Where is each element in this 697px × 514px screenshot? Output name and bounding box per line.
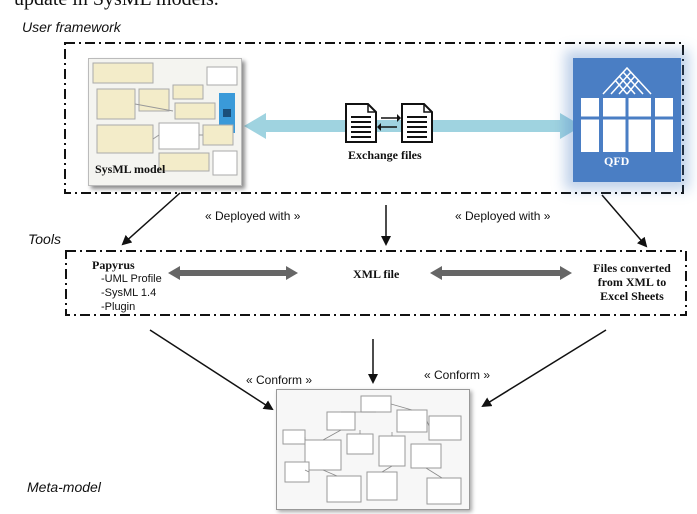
conform-label-left: « Conform »	[246, 373, 313, 387]
xml-file-label: XML file	[353, 267, 400, 281]
sysml-diagram-icon	[89, 59, 241, 185]
papyrus-xml-double-arrow	[168, 266, 298, 280]
exchange-files-icon	[345, 103, 433, 143]
deployed-arrow-right	[601, 194, 648, 248]
deployed-with-label-right: « Deployed with »	[455, 209, 551, 223]
tools-label: Tools	[28, 231, 61, 247]
clipped-caption: update in SysML models.	[14, 0, 219, 11]
files-converted-line-1: Files converted	[593, 261, 671, 275]
deployed-arrow-left	[121, 192, 181, 246]
papyrus-item-sysml: -SysML 1.4	[101, 287, 157, 299]
conform-arrow-left	[149, 329, 274, 411]
conform-label-right: « Conform »	[424, 368, 491, 382]
papyrus-item-plugin: -Plugin	[101, 301, 136, 313]
deployed-with-label-left: « Deployed with »	[205, 209, 301, 223]
meta-model-diagram-icon	[277, 390, 469, 509]
meta-model-thumbnail	[276, 389, 470, 510]
papyrus-item-uml-profile: -UML Profile	[101, 273, 162, 285]
conform-arrow-right	[481, 329, 607, 408]
exchange-files-label: Exchange files	[348, 148, 422, 162]
qfd-house-icon	[573, 58, 681, 182]
qfd-thumbnail	[573, 58, 681, 182]
user-framework-label: User framework	[22, 19, 121, 35]
sysml-model-thumbnail	[88, 58, 242, 186]
meta-model-label: Meta-model	[27, 479, 101, 495]
tools-frame	[65, 250, 687, 316]
sysml-model-label: SysML model	[95, 162, 166, 176]
files-converted-line-2: from XML to	[597, 275, 667, 289]
files-converted-line-3: Excel Sheets	[600, 289, 664, 303]
qfd-label: QFD	[604, 154, 630, 168]
papyrus-title: Papyrus	[92, 258, 135, 272]
files-converted-label: Files converted from XML to Excel Sheets	[584, 261, 680, 303]
xml-files-double-arrow	[430, 266, 572, 280]
user-framework-frame	[64, 42, 684, 194]
